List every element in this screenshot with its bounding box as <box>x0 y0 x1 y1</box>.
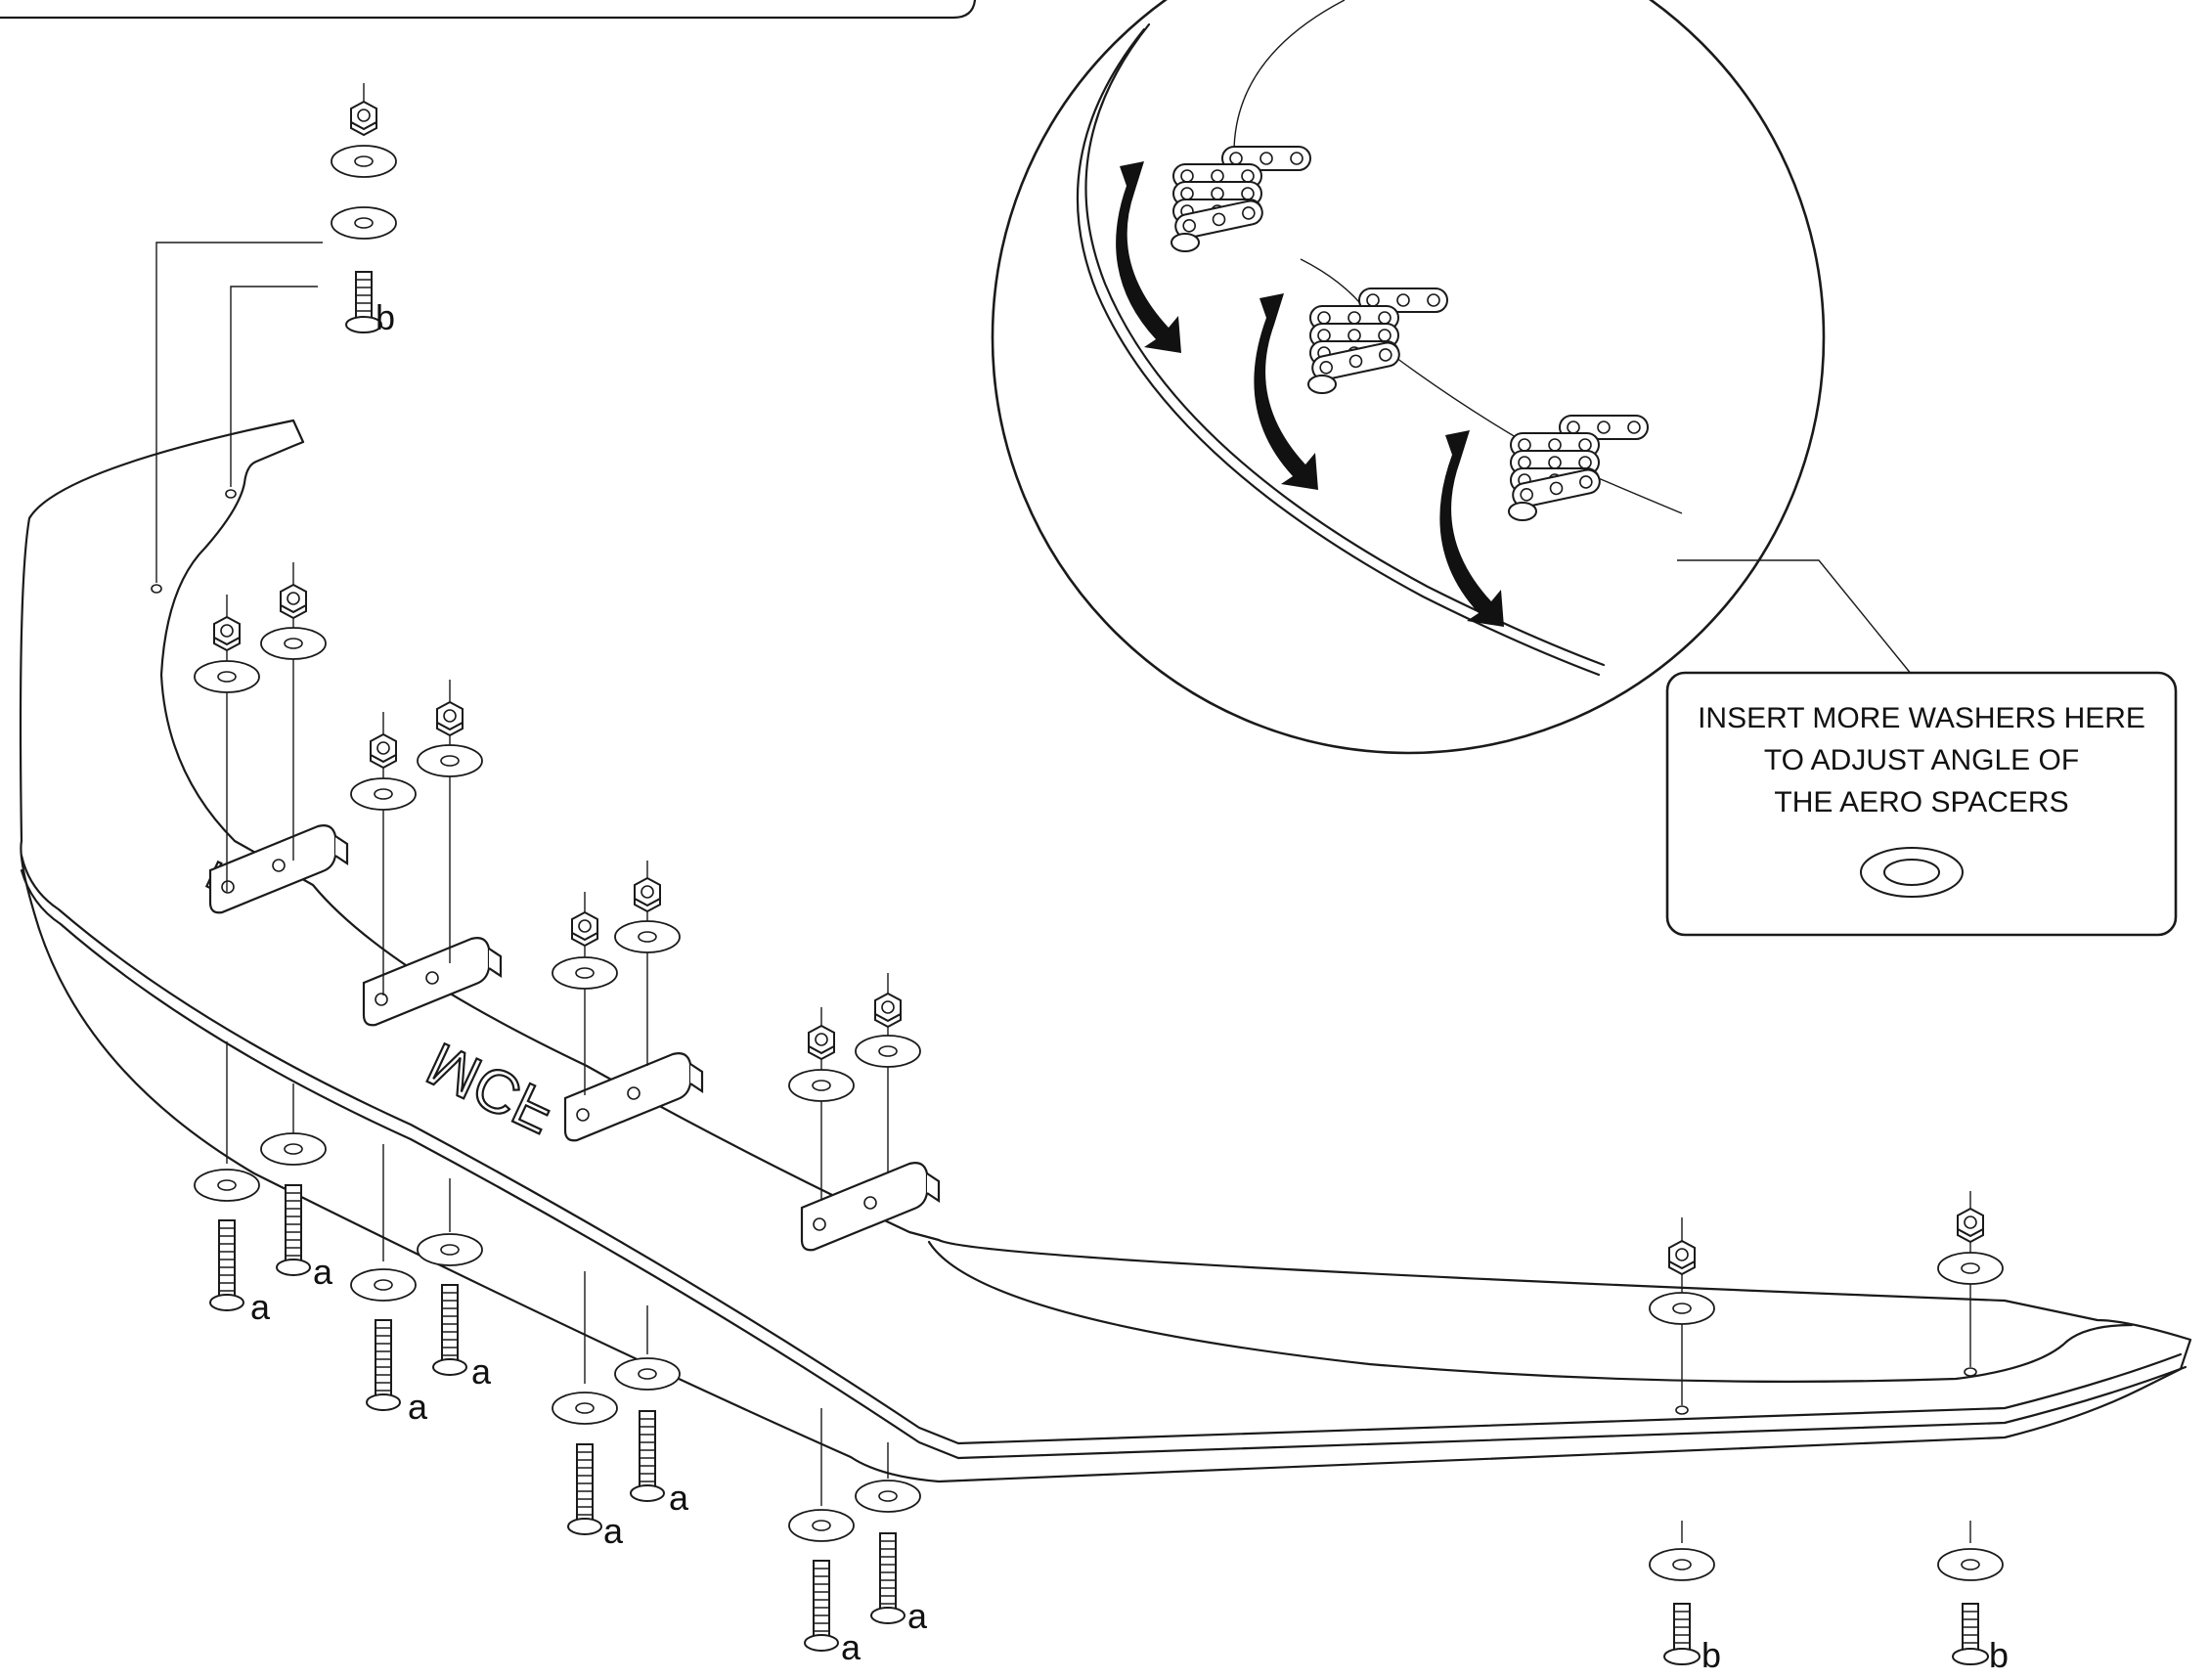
washer-callout: INSERT MORE WASHERS HERE TO ADJUST ANGLE… <box>1665 671 2178 937</box>
bolt-a-label: a <box>408 1387 428 1427</box>
bolt-b-label: b <box>1701 1635 1721 1675</box>
bolt-a-label: a <box>669 1478 689 1518</box>
hardware-spacer-1 <box>194 562 327 1311</box>
callout-leader <box>1677 559 1913 676</box>
frame-border <box>0 0 977 20</box>
bolt-a-label: a <box>907 1596 928 1636</box>
adjust-arrow-icon <box>1254 293 1318 490</box>
hardware-right <box>1649 1191 2004 1665</box>
bolt-b-label: b <box>376 297 395 337</box>
bolt-a-label: a <box>313 1252 333 1292</box>
callout-line-2: TO ADJUST ANGLE OF <box>1764 744 2079 776</box>
bolt-a-label: a <box>471 1351 492 1392</box>
detail-magnifier <box>991 0 1826 755</box>
bolt-a-label: a <box>603 1511 624 1551</box>
bolt-a-label: a <box>250 1287 271 1327</box>
hardware-spacer-2 <box>350 680 483 1411</box>
washer-icon <box>1860 847 1964 898</box>
callout-line-3: THE AERO SPACERS <box>1774 786 2068 818</box>
hardware-spacer-4 <box>788 973 921 1652</box>
bolt-a-label: a <box>841 1627 862 1667</box>
adjust-arrow-icon <box>1439 430 1504 627</box>
callout-line-1: INSERT MORE WASHERS HERE <box>1698 702 2145 734</box>
bolt-b-label: b <box>1989 1635 2009 1675</box>
adjust-arrow-icon <box>1116 161 1181 353</box>
hardware-upper <box>331 83 397 333</box>
hardware-spacer-3 <box>552 861 681 1535</box>
front-splitter <box>19 242 2192 1483</box>
